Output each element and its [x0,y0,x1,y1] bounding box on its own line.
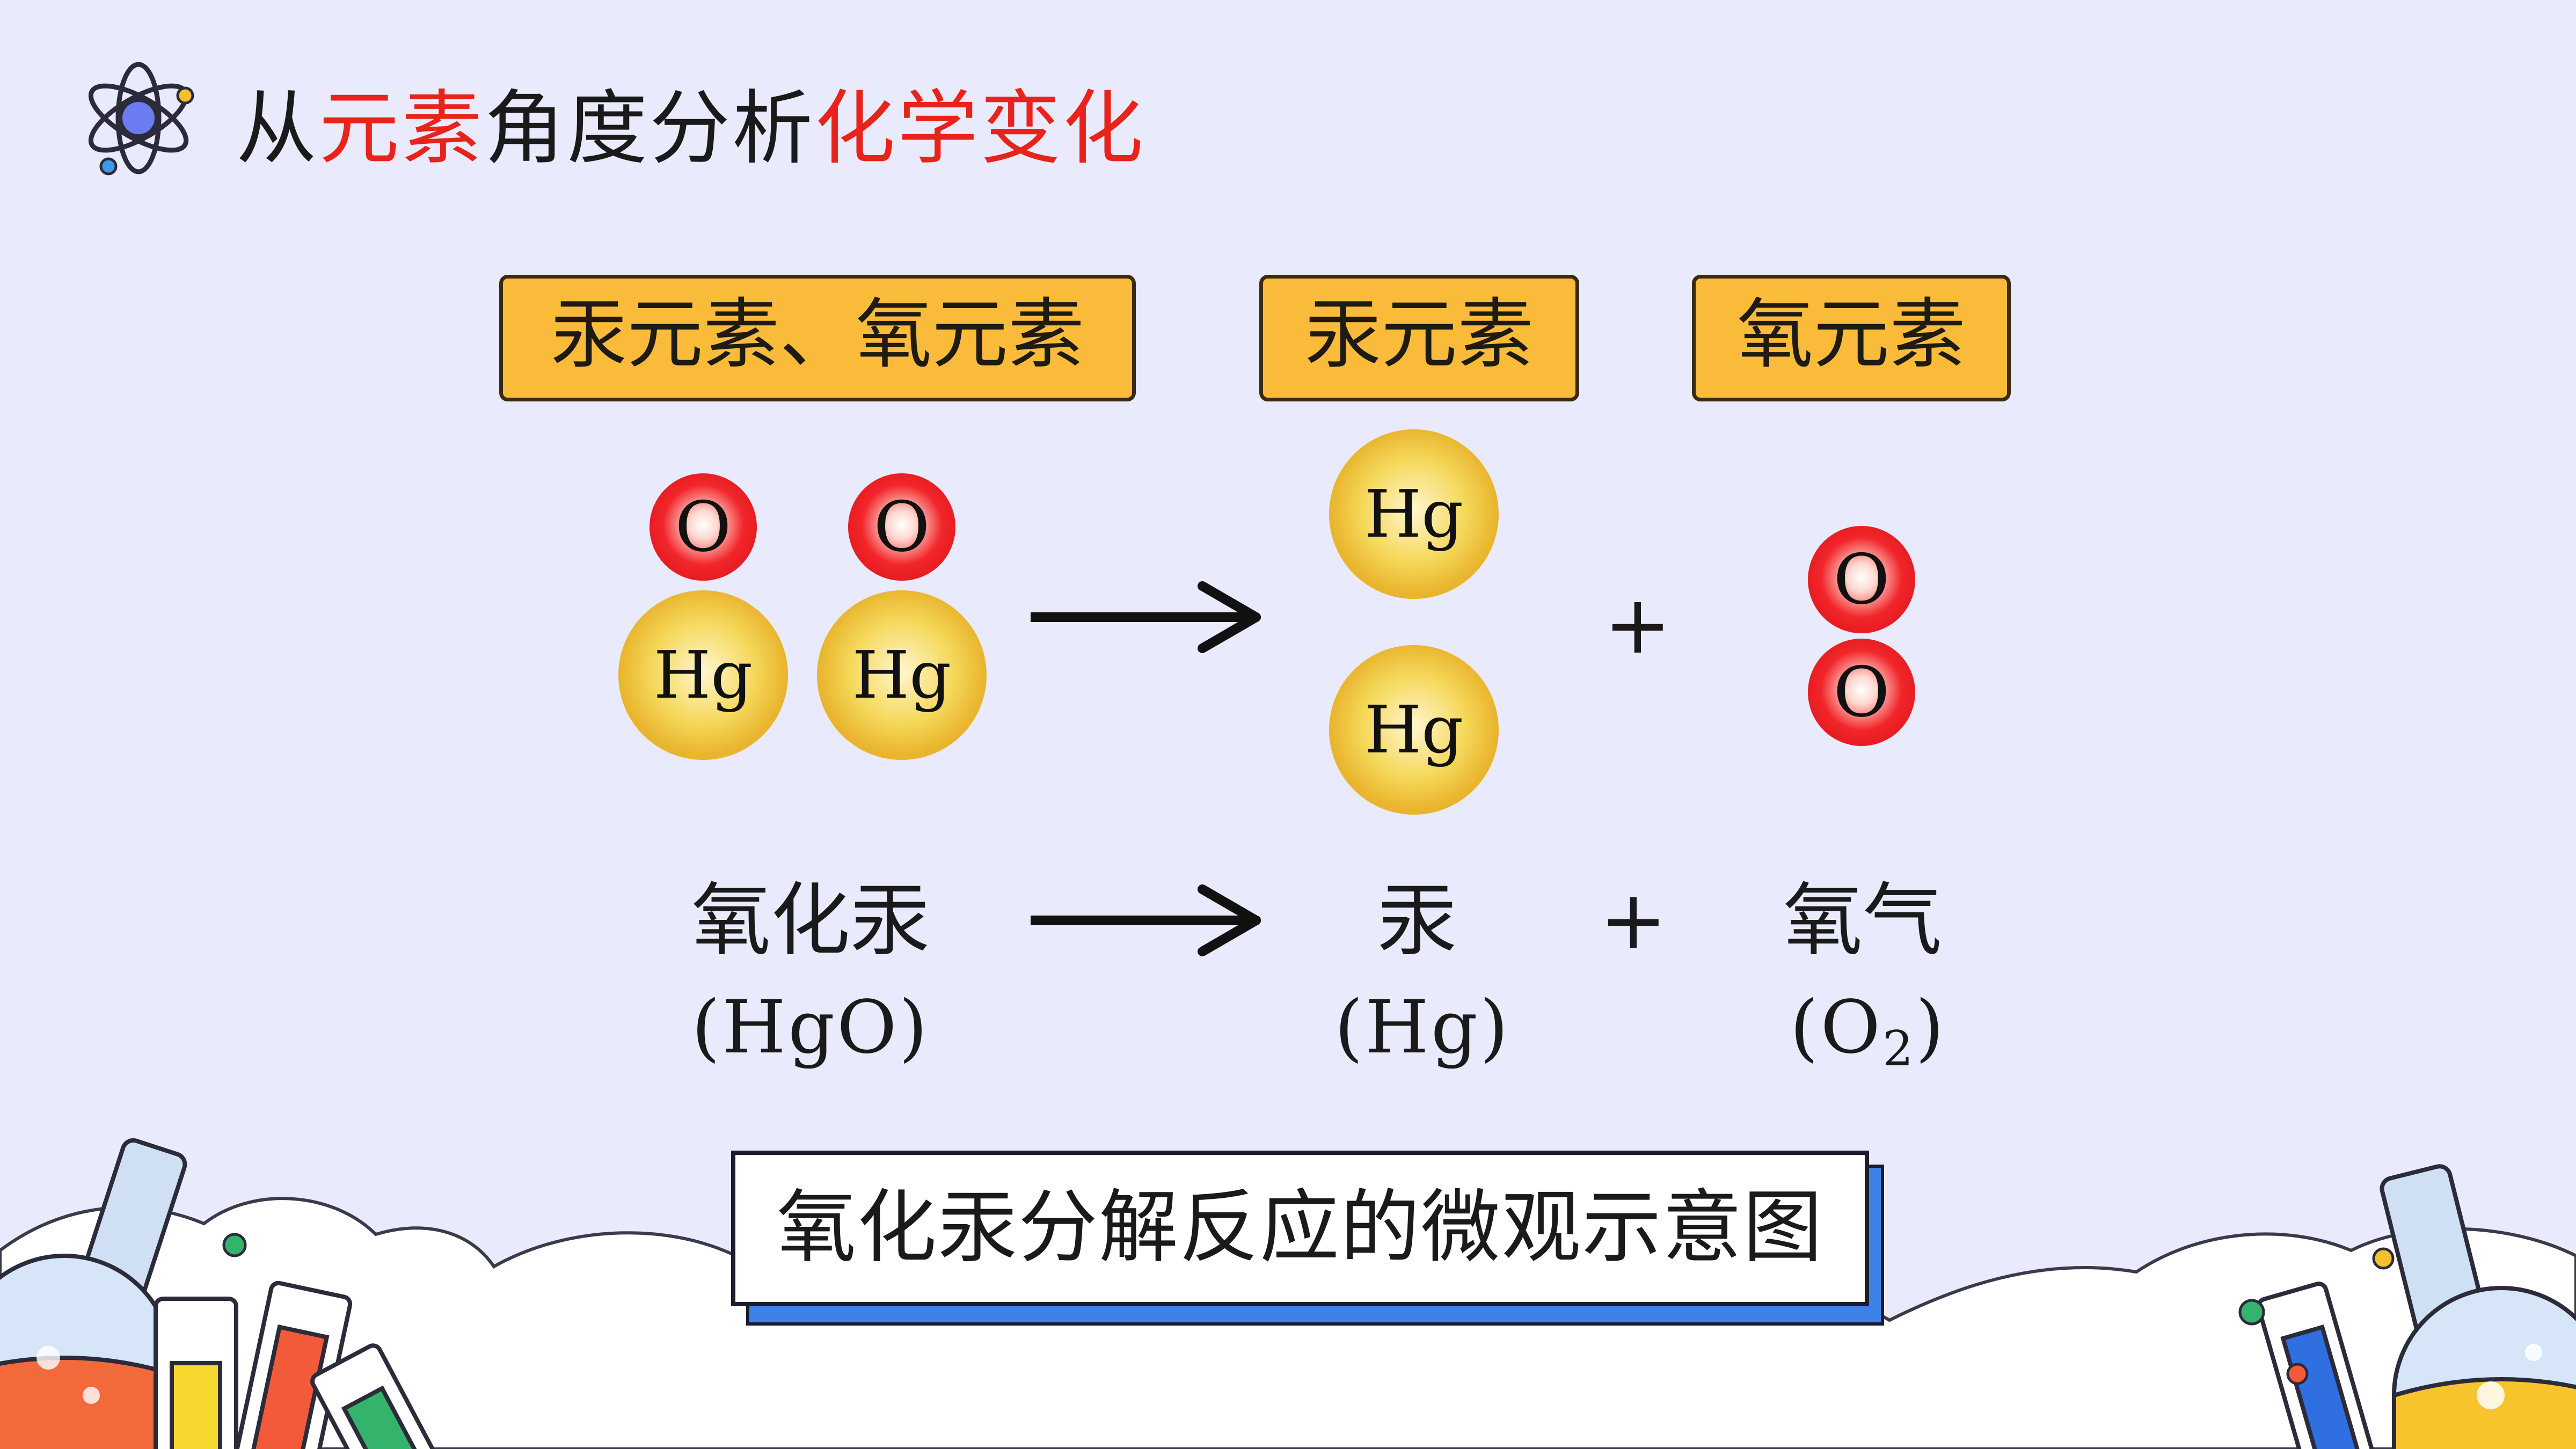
reaction-arrow-icon [1031,883,1267,958]
o-atom-label: O [675,487,732,567]
caption-box: 氧化汞分解反应的微观示意图 [731,1151,1869,1306]
label-oxygen-element: 氧元素 [1692,275,2011,401]
label-reactant-elements: 汞元素、氧元素 [499,275,1136,401]
formula-o2-subscript: 2 [1882,1021,1916,1077]
title-part-2: 元素 [319,82,485,175]
o-atom-label: O [873,487,930,567]
product-mercury-name: 汞 [1377,874,1457,967]
formula-o2-close: ) [1915,985,1946,1070]
hg-atom: Hg [618,590,788,760]
reactant-name: 氧化汞 [691,874,930,967]
plus-sign: + [1604,579,1672,672]
hg-atom: Hg [1329,429,1499,599]
hg-atom-label: Hg [653,637,753,713]
hg-atom: Hg [817,590,987,760]
hg-atom-label: Hg [1364,476,1464,552]
title-part-1: 从 [236,82,319,175]
o-atom: O [1808,526,1915,633]
product-mercury-formula: (Hg) [1334,985,1510,1070]
title-part-4: 化学变化 [815,82,1146,175]
atom-icon [75,54,204,182]
o-atom: O [1808,639,1915,746]
product-oxygen-formula: (O2) [1750,982,1986,1095]
product-oxygen-name: 氧气 [1783,874,1942,967]
hg-atom-label: Hg [852,637,952,713]
label-mercury-element: 汞元素 [1259,275,1579,401]
o-atom: O [650,473,757,581]
o-atom-label: O [1833,652,1890,733]
plus-sign: + [1600,874,1667,967]
formula-o2-open: (O [1790,985,1883,1070]
hg-atom: Hg [1329,645,1499,815]
title-part-3: 角度分析 [484,82,815,175]
page-title: 从元素角度分析化学变化 [236,75,1145,182]
hg-atom-label: Hg [1364,692,1464,768]
reactant-formula: (HgO) [691,985,930,1070]
o-atom-label: O [1833,539,1890,620]
o-atom: O [848,473,955,581]
reaction-arrow-icon [1031,580,1267,655]
